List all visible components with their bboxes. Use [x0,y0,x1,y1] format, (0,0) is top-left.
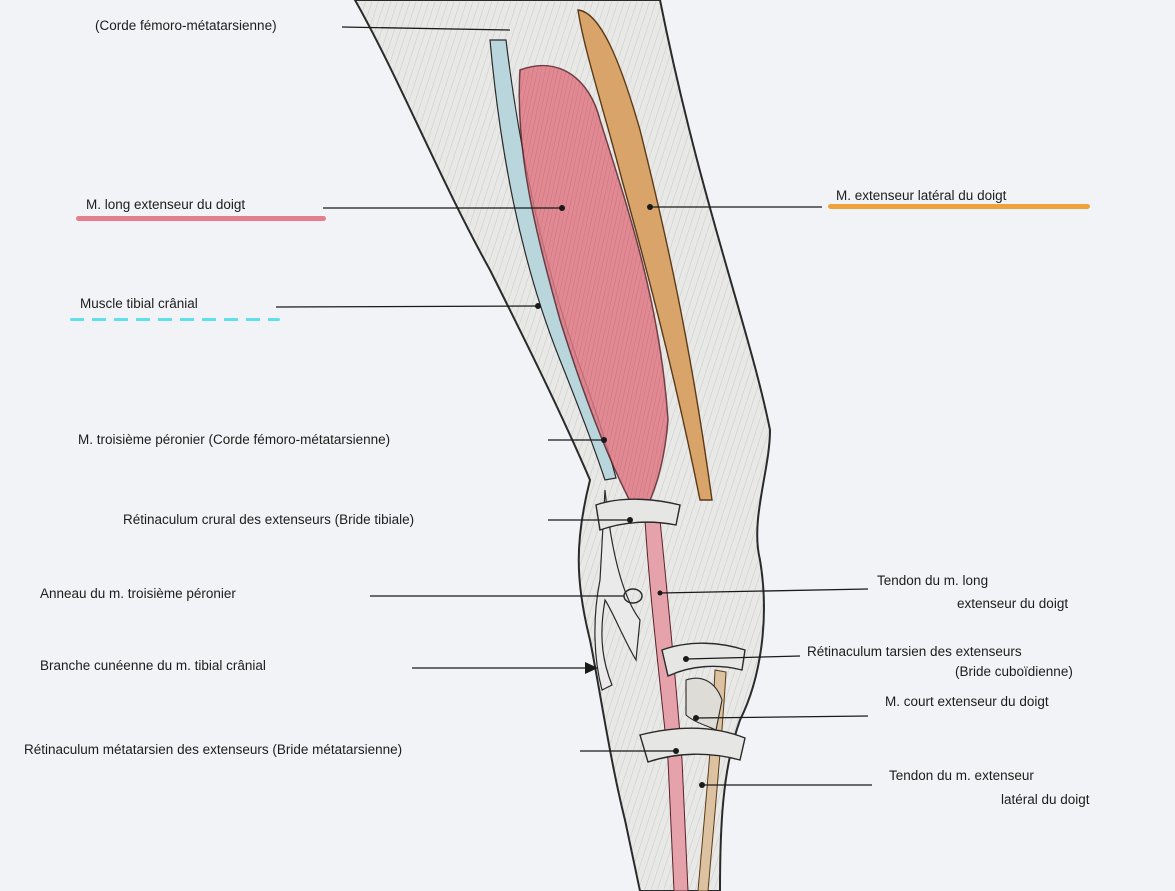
label-tendon-lat-2: latéral du doigt [1001,790,1090,810]
highlight-long-ext [76,216,326,221]
label-tendon-lat-1: Tendon du m. extenseur [889,766,1034,786]
dot-ret-crural [627,517,633,523]
dot-tibial [535,303,541,309]
dot-long-ext [559,205,565,211]
dot-court-ext [693,715,699,721]
label-ret-crural: Rétinaculum crural des extenseurs (Bride… [123,510,414,530]
highlight-tibial [70,318,280,321]
label-court-ext: M. court extenseur du doigt [885,692,1049,712]
label-ret-tarsien-1: Rétinaculum tarsien des extenseurs [807,642,1022,662]
label-tendon-long-2: extenseur du doigt [957,594,1068,614]
label-tibial: Muscle tibial crânial [80,294,198,314]
dot-tendon-long [658,591,663,596]
label-tendon-long-1: Tendon du m. long [877,571,988,591]
label-long-ext: M. long extenseur du doigt [86,195,245,215]
leader-tibial [276,306,538,307]
label-corde: (Corde fémoro-métatarsienne) [95,16,277,36]
dot-ret-tarsien [683,656,689,662]
dot-ret-meta [673,748,679,754]
label-ret-tarsien-2: (Bride cuboïdienne) [955,662,1073,682]
dot-tendon-lat [699,782,705,788]
dot-troisieme [601,437,607,443]
dot-lat-ext [647,204,653,210]
label-lat-ext: M. extenseur latéral du doigt [836,186,1006,206]
label-anneau: Anneau du m. troisième péronier [40,584,236,604]
label-ret-meta: Rétinaculum métatarsien des extenseurs (… [24,740,402,760]
label-branche: Branche cunéenne du m. tibial crânial [40,656,266,676]
label-troisieme: M. troisième péronier (Corde fémoro-méta… [78,430,390,450]
